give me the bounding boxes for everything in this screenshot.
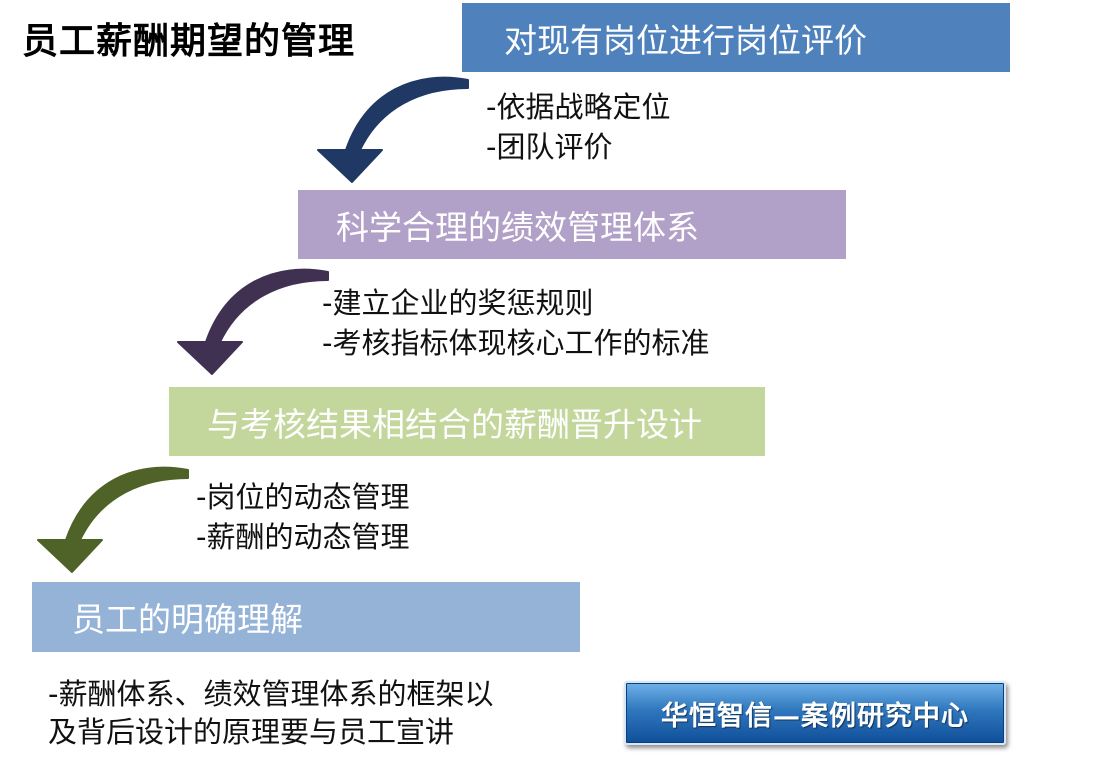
- badge-label: 华恒智信—案例研究中心: [661, 700, 969, 732]
- note-line: -依据战略定位: [486, 90, 671, 124]
- step-notes: -岗位的动态管理 -薪酬的动态管理: [196, 477, 409, 557]
- step-notes: -建立企业的奖惩规则 -考核指标体现核心工作的标准: [322, 283, 709, 363]
- case-research-center-badge: 华恒智信—案例研究中心: [624, 681, 1006, 745]
- step-box-employee-understanding: 员工的明确理解: [32, 582, 580, 652]
- note-line: -建立企业的奖惩规则: [322, 286, 594, 320]
- note-line: -考核指标体现核心工作的标准: [322, 326, 710, 360]
- step-box-performance-system: 科学合理的绩效管理体系: [298, 190, 846, 259]
- page-title: 员工薪酬期望的管理: [22, 21, 356, 62]
- curved-arrow-icon: [177, 268, 329, 375]
- note-line: -团队评价: [486, 130, 613, 164]
- step-label: 与考核结果相结合的薪酬晋升设计: [207, 404, 702, 444]
- step-label: 科学合理的绩效管理体系: [336, 207, 699, 247]
- note-line: 及背后设计的原理要与员工宣讲: [48, 715, 455, 749]
- step-box-job-evaluation: 对现有岗位进行岗位评价: [462, 3, 1010, 72]
- curved-arrow-icon: [37, 466, 189, 573]
- step-label: 员工的明确理解: [72, 600, 303, 639]
- step-notes: -薪酬体系、绩效管理体系的框架以 及背后设计的原理要与员工宣讲: [48, 675, 493, 751]
- note-line: -薪酬的动态管理: [196, 520, 410, 554]
- curved-arrow-icon: [317, 76, 469, 183]
- step-box-salary-promotion-design: 与考核结果相结合的薪酬晋升设计: [169, 387, 765, 456]
- step-notes: -依据战略定位 -团队评价: [486, 87, 670, 167]
- note-line: -岗位的动态管理: [196, 480, 410, 514]
- note-line: -薪酬体系、绩效管理体系的框架以: [48, 677, 494, 711]
- step-label: 对现有岗位进行岗位评价: [504, 20, 867, 60]
